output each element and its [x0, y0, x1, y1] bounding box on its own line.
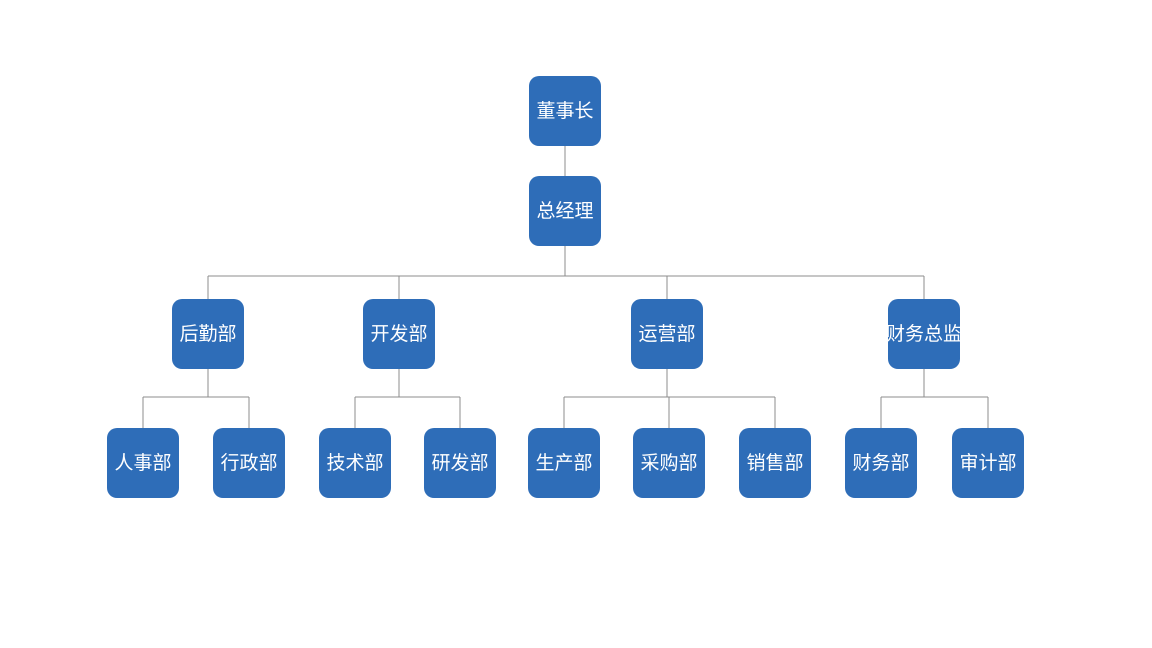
- node-chairman-box: [529, 76, 601, 146]
- node-cfo-child-0: 财务部: [845, 428, 917, 498]
- node-logistics-child-0-label: 人事部: [114, 452, 171, 474]
- node-operations-child-2: 销售部: [739, 428, 811, 498]
- node-development-box: [363, 299, 435, 369]
- node-chairman: 董事长: [529, 76, 601, 146]
- node-general-manager-label: 总经理: [536, 200, 593, 222]
- node-cfo-child-0-label: 财务部: [852, 452, 909, 474]
- node-operations-box: [631, 299, 703, 369]
- node-development: 开发部: [363, 299, 435, 369]
- node-development-child-0-label: 技术部: [326, 452, 383, 474]
- node-logistics-child-0-box: [107, 428, 179, 498]
- node-logistics-label: 后勤部: [179, 323, 236, 345]
- node-logistics: 后勤部: [172, 299, 244, 369]
- node-operations-child-2-box: [739, 428, 811, 498]
- node-cfo-label: 财务总监: [886, 323, 962, 345]
- node-operations-label: 运营部: [638, 323, 695, 345]
- node-operations-child-0-label: 生产部: [535, 452, 592, 474]
- node-general-manager-box: [529, 176, 601, 246]
- node-general-manager: 总经理: [529, 176, 601, 246]
- node-cfo-child-1-label: 审计部: [959, 452, 1016, 474]
- node-cfo-child-0-box: [845, 428, 917, 498]
- node-logistics-child-1-label: 行政部: [220, 452, 277, 474]
- node-cfo-box: [888, 299, 960, 369]
- node-operations-child-0: 生产部: [528, 428, 600, 498]
- node-logistics-box: [172, 299, 244, 369]
- node-cfo-child-1: 审计部: [952, 428, 1024, 498]
- node-development-child-1: 研发部: [424, 428, 496, 498]
- node-chairman-label: 董事长: [536, 100, 593, 122]
- node-operations-child-1-label: 采购部: [640, 452, 697, 474]
- node-logistics-child-0: 人事部: [107, 428, 179, 498]
- node-logistics-child-1-box: [213, 428, 285, 498]
- node-cfo-child-1-box: [952, 428, 1024, 498]
- connectors: [142, 146, 989, 428]
- node-development-child-0: 技术部: [319, 428, 391, 498]
- node-development-label: 开发部: [370, 323, 427, 345]
- node-operations-child-1: 采购部: [633, 428, 705, 498]
- node-operations: 运营部: [631, 299, 703, 369]
- node-logistics-child-1: 行政部: [213, 428, 285, 498]
- node-operations-child-1-box: [633, 428, 705, 498]
- node-development-child-1-label: 研发部: [431, 452, 488, 474]
- node-development-child-0-box: [319, 428, 391, 498]
- node-development-child-1-box: [424, 428, 496, 498]
- node-cfo: 财务总监: [886, 299, 962, 369]
- node-operations-child-2-label: 销售部: [746, 452, 803, 474]
- node-operations-child-0-box: [528, 428, 600, 498]
